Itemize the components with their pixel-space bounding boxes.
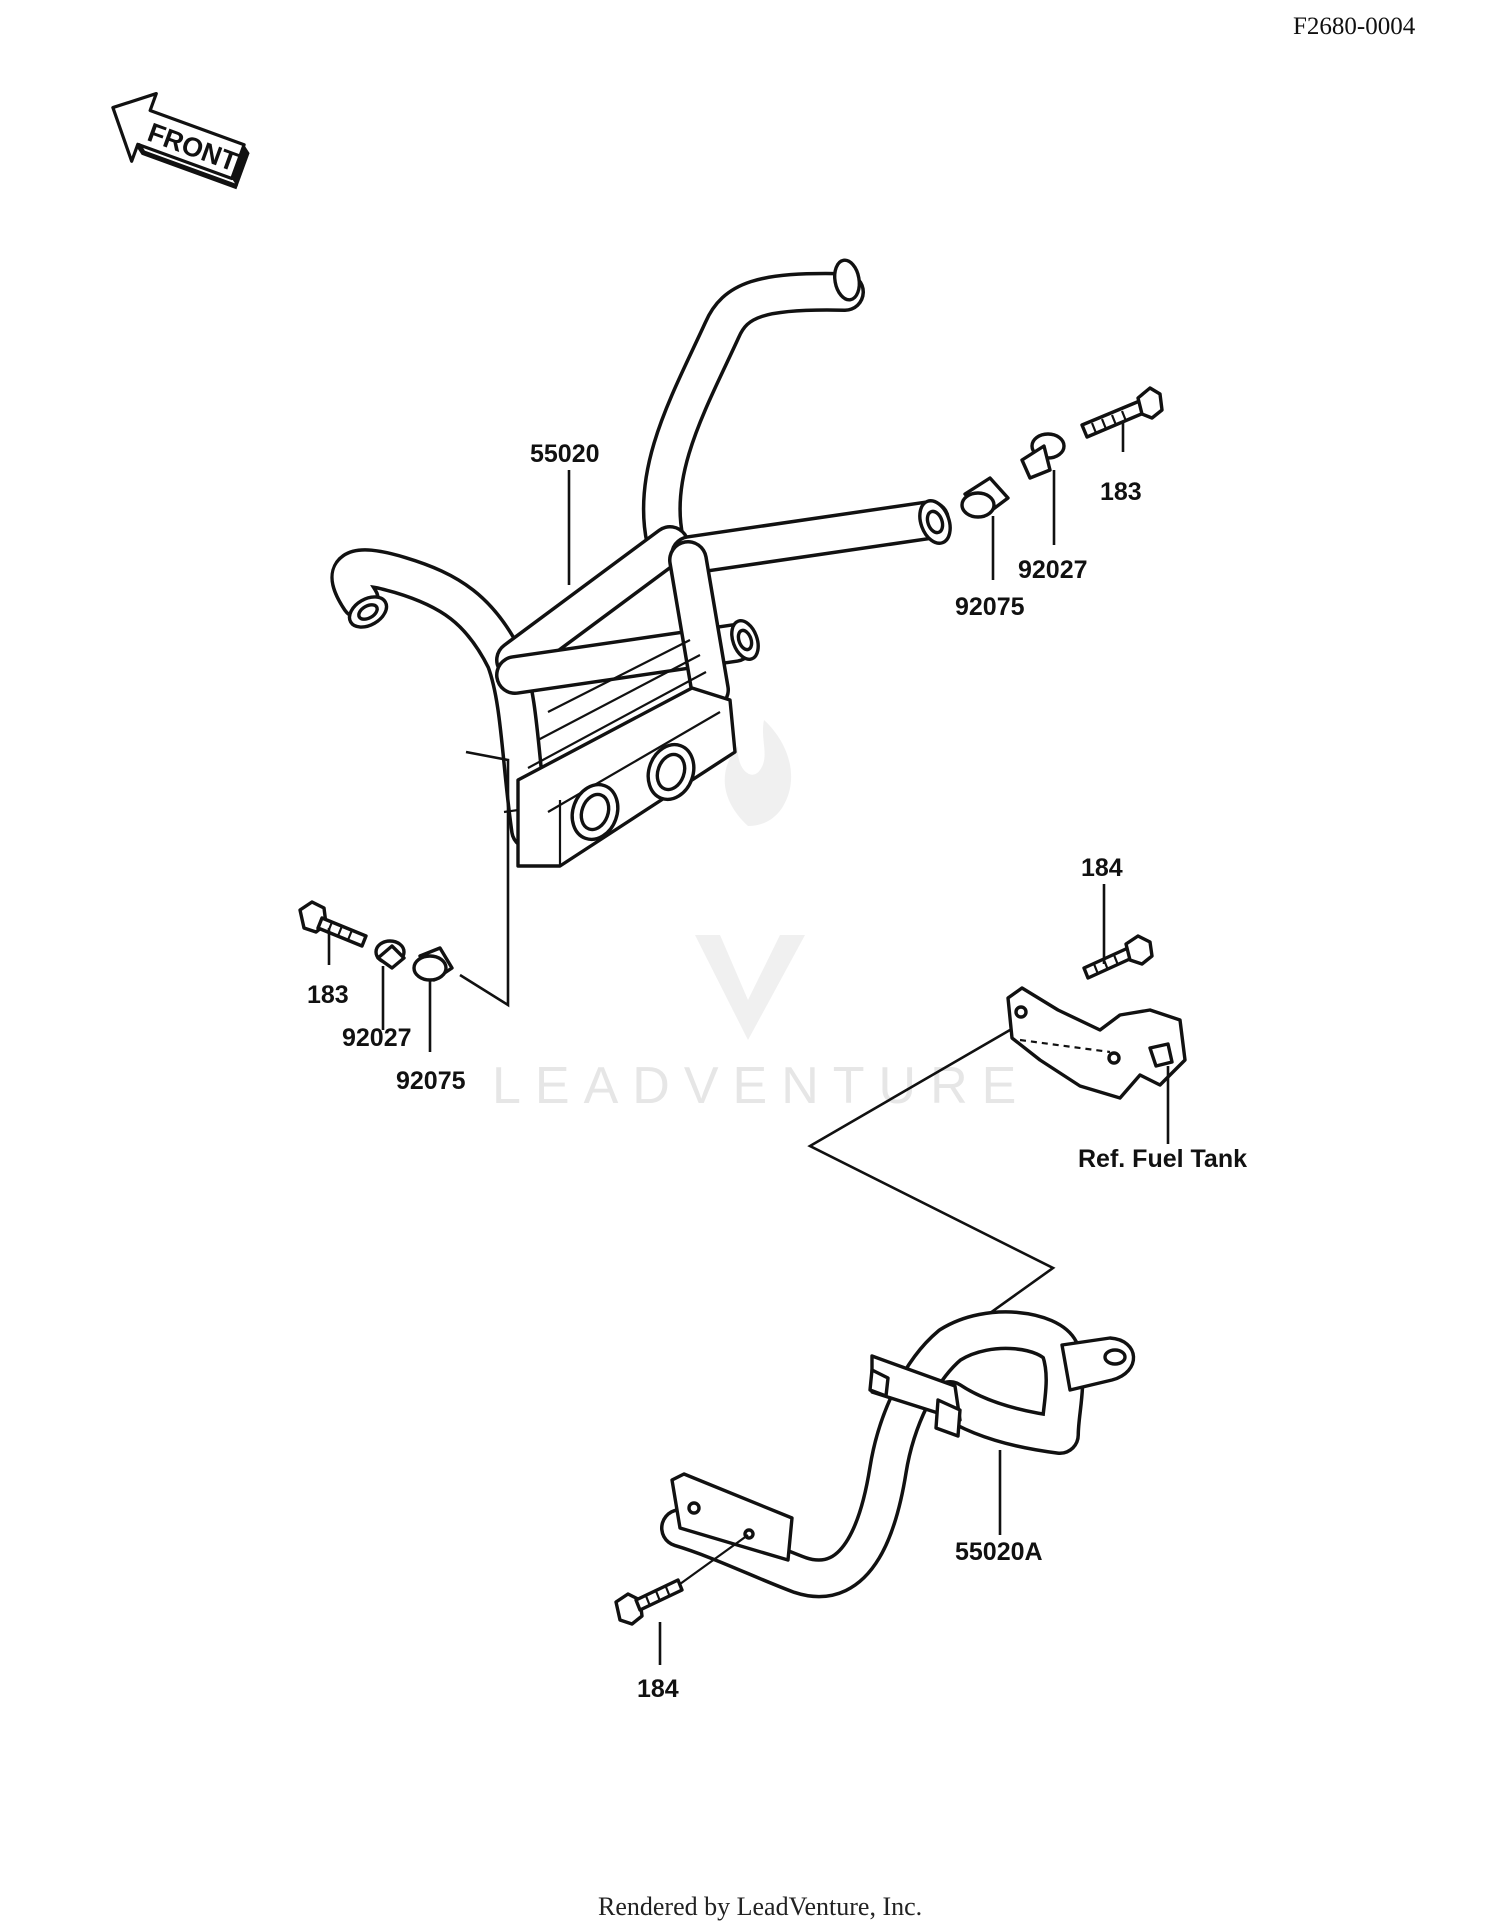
label-183-left: 183 — [307, 981, 349, 1009]
label-183-upper: 183 — [1100, 478, 1142, 506]
fuel-tank-bracket-drawing — [1006, 986, 1187, 1100]
label-184-bracket: 184 — [1081, 854, 1123, 882]
label-92027-left: 92027 — [342, 1024, 412, 1052]
label-92027-upper: 92027 — [1018, 556, 1088, 584]
label-55020: 55020 — [530, 440, 600, 468]
bolt-lower-axis-line — [679, 1534, 749, 1585]
front-arrow-icon: FRONT — [111, 91, 250, 190]
label-55020a: 55020A — [955, 1538, 1043, 1566]
diagram-code: F2680-0004 — [1293, 13, 1416, 40]
label-184-lower: 184 — [637, 1675, 679, 1703]
grommet-92075-left-icon — [412, 946, 454, 982]
collar-92027-upper-icon — [1020, 432, 1066, 480]
guard-lower-drawing — [660, 1310, 1136, 1599]
collar-92027-left-icon — [374, 939, 406, 970]
guard-upper-drawing — [330, 258, 952, 868]
bolt-184-bracket-icon — [1082, 934, 1154, 980]
label-92075-left: 92075 — [396, 1067, 466, 1095]
leadventure-logo-icon — [695, 720, 805, 1040]
label-ref-fuel-tank: Ref. Fuel Tank — [1078, 1145, 1247, 1173]
bolt-183-upper-icon — [1080, 386, 1164, 439]
bolt-183-left-icon — [298, 900, 368, 948]
grommet-92075-upper-icon — [960, 476, 1010, 519]
alignment-line-left — [459, 750, 510, 1008]
footer-credit: Rendered by LeadVenture, Inc. — [598, 1892, 922, 1921]
bolt-184-lower-icon — [614, 1578, 684, 1626]
label-92075-upper: 92075 — [955, 593, 1025, 621]
watermark-text: LEADVENTURE — [492, 1057, 1030, 1115]
